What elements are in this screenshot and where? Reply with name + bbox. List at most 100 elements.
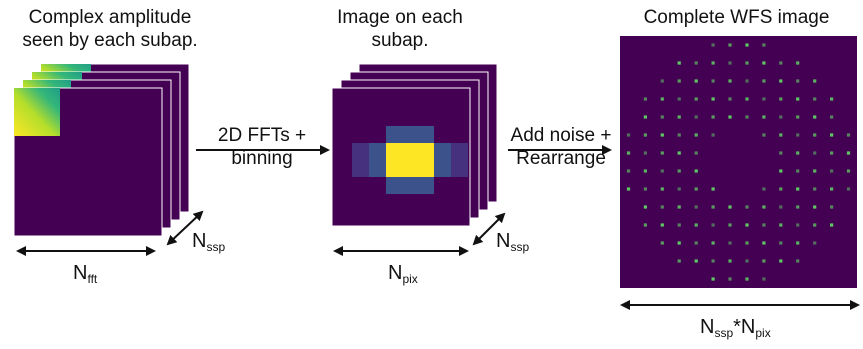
wfs-spot bbox=[677, 241, 681, 245]
wfs-spot bbox=[660, 187, 664, 191]
wfs-spot bbox=[762, 223, 766, 227]
left-title-line1: Complex amplitude bbox=[28, 7, 192, 28]
pix-symbol: N bbox=[388, 262, 403, 284]
wfs-spot bbox=[711, 79, 715, 83]
wfs-spot bbox=[813, 241, 817, 245]
wfs-spot bbox=[626, 151, 631, 155]
wfs-spot bbox=[813, 205, 817, 209]
wfs-spot bbox=[813, 169, 817, 173]
wfs-spot bbox=[694, 133, 698, 137]
second-arrow-line1: Add noise + bbox=[510, 125, 612, 146]
wfs-spot bbox=[796, 133, 800, 137]
wfs-spot bbox=[745, 43, 749, 47]
wfs-spot bbox=[779, 169, 783, 173]
wfs-spot bbox=[796, 169, 800, 173]
wfs-spot bbox=[677, 259, 681, 263]
wfs-spot bbox=[762, 79, 766, 83]
wfs-spot bbox=[796, 115, 800, 119]
wfs-spot bbox=[813, 133, 817, 137]
wfs-spot bbox=[728, 79, 732, 83]
wfs-spot bbox=[660, 169, 664, 173]
wfs-spot bbox=[830, 97, 834, 101]
wfs-spot bbox=[626, 169, 631, 173]
wfs-spot bbox=[711, 187, 715, 191]
middle-ssp-label: Nssp bbox=[496, 230, 529, 254]
wfs-spot bbox=[762, 61, 766, 65]
wfs-spot bbox=[745, 241, 749, 245]
wfs-symbol-a: N bbox=[700, 316, 715, 338]
wfs-spot bbox=[677, 187, 681, 191]
wfs-spot-grid bbox=[626, 43, 851, 281]
wfs-spot bbox=[728, 205, 732, 209]
wfs-joiner: *N bbox=[733, 316, 756, 338]
second-arrow-label: Add noise + Rearrange bbox=[502, 124, 620, 170]
left-ssp-subscript: ssp bbox=[206, 240, 226, 254]
wfs-spot bbox=[660, 97, 664, 101]
wfs-spot bbox=[779, 259, 783, 263]
wfs-spot bbox=[711, 259, 715, 263]
wfs-spot bbox=[813, 187, 817, 191]
wfs-spot bbox=[745, 79, 749, 83]
wfs-spot bbox=[745, 205, 749, 209]
right-title: Complete WFS image bbox=[643, 7, 830, 28]
wfs-spot bbox=[796, 187, 800, 191]
wfs-spot bbox=[762, 241, 766, 245]
wfs-spot bbox=[711, 223, 715, 227]
wfs-spot bbox=[643, 223, 647, 227]
wfs-spot bbox=[796, 205, 800, 209]
wfs-spot bbox=[779, 61, 783, 65]
amplitude-frame-1-corner bbox=[14, 88, 60, 136]
wfs-spot bbox=[643, 115, 647, 119]
left-title-line2: seen by each subap. bbox=[22, 30, 198, 51]
wfs-spot bbox=[779, 151, 783, 155]
wfs-spot bbox=[728, 277, 732, 281]
wfs-spot bbox=[779, 115, 783, 119]
wfs-spot bbox=[728, 223, 732, 227]
wfs-spot bbox=[830, 223, 834, 227]
middle-title-line1: Image on each bbox=[337, 7, 463, 28]
wfs-spot bbox=[728, 97, 732, 101]
wfs-spot bbox=[779, 241, 783, 245]
wfs-spot bbox=[643, 97, 647, 101]
pix-width-label: Npix bbox=[388, 262, 418, 286]
wfs-spot bbox=[762, 133, 766, 137]
wfs-spot bbox=[711, 133, 715, 137]
wfs-spot bbox=[813, 97, 817, 101]
wfs-spot bbox=[660, 115, 664, 119]
wfs-spot bbox=[762, 205, 766, 209]
spot-ring-right bbox=[434, 143, 451, 177]
wfs-spot bbox=[694, 241, 698, 245]
wfs-spot bbox=[660, 151, 664, 155]
wfs-spot bbox=[779, 97, 783, 101]
wfs-spot bbox=[796, 79, 800, 83]
wfs-spot bbox=[745, 61, 749, 65]
first-arrow-line2: binning bbox=[231, 148, 293, 169]
wfs-spot bbox=[711, 241, 715, 245]
wfs-spot bbox=[745, 115, 749, 119]
wfs-spot bbox=[830, 205, 834, 209]
wfs-spot bbox=[830, 115, 834, 119]
wfs-spot bbox=[626, 187, 631, 191]
left-ssp-symbol: N bbox=[192, 230, 207, 252]
right-panel-title: Complete WFS image bbox=[610, 6, 863, 29]
wfs-spot bbox=[694, 187, 698, 191]
spot-halo-right bbox=[451, 143, 468, 177]
wfs-spot bbox=[728, 241, 732, 245]
wfs-spot bbox=[762, 43, 766, 47]
wfs-spot bbox=[660, 241, 664, 245]
amplitude-stack bbox=[13, 63, 190, 237]
wfs-spot bbox=[796, 259, 800, 263]
wfs-spot bbox=[626, 133, 631, 137]
wfs-spot bbox=[779, 223, 783, 227]
wfs-spot bbox=[830, 133, 834, 137]
wfs-spot bbox=[694, 61, 698, 65]
wfs-spot bbox=[677, 115, 681, 119]
wfs-spot bbox=[711, 97, 715, 101]
wfs-spot bbox=[762, 97, 766, 101]
wfs-spot bbox=[694, 115, 698, 119]
wfs-spot bbox=[643, 169, 647, 173]
wfs-spot bbox=[762, 115, 766, 119]
fft-subscript: fft bbox=[87, 272, 98, 286]
wfs-spot bbox=[846, 169, 851, 173]
